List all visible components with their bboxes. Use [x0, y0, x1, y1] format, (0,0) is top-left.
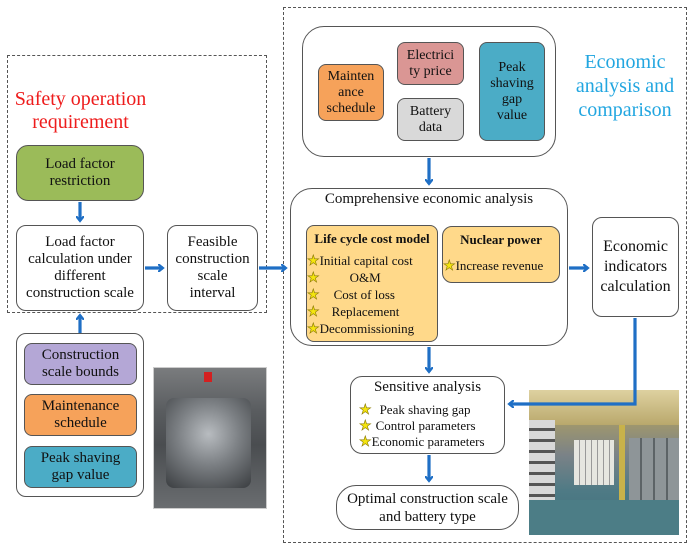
- box-text: calculation under: [28, 251, 132, 267]
- sensitive-item: ★ Peak shaving gap: [351, 402, 504, 418]
- box-text: data: [418, 119, 443, 135]
- box-text: Mainten: [327, 68, 375, 84]
- lcc-item-text: O&M: [349, 270, 381, 285]
- battery-data-input: Battery data: [397, 98, 464, 141]
- box-text: construction: [175, 251, 250, 267]
- floor: [529, 500, 679, 535]
- box-text: Peak shaving: [40, 450, 121, 466]
- star-icon: ★: [443, 259, 456, 275]
- flag-icon: [204, 372, 212, 382]
- box-text: scale: [197, 268, 228, 284]
- sensitive-item-text: Economic parameters: [371, 434, 485, 449]
- arrow-indicators-to-sensitive: [509, 318, 637, 404]
- nuclear-item: ★Increase revenue: [443, 258, 559, 275]
- battery-rack-left: [529, 420, 555, 515]
- box-text: interval: [189, 285, 236, 301]
- box-text: Load factor: [45, 234, 115, 250]
- sensitive-title: Sensitive analysis: [373, 379, 482, 395]
- peak-shaving-gap-input: Peak shaving gap value: [479, 42, 545, 141]
- box-text: ty price: [409, 63, 452, 79]
- star-icon: ★: [359, 435, 372, 451]
- economic-title-line: analysis and: [575, 75, 675, 97]
- safety-title: Safety operation requirement: [8, 88, 153, 134]
- battery-storage-room-photo: [529, 390, 679, 535]
- box-text: Load factor: [45, 156, 115, 172]
- box-text: Feasible: [187, 234, 238, 250]
- lcc-title: Life cycle cost model: [314, 231, 430, 246]
- lcc-item-text: Replacement: [331, 304, 400, 319]
- star-icon: ★: [307, 322, 320, 338]
- sensitive-item-text: Control parameters: [375, 418, 476, 433]
- lcc-item-text: Initial capital cost: [319, 253, 413, 268]
- reactor-body: [166, 398, 251, 488]
- star-icon: ★: [307, 288, 320, 304]
- lcc-item: ★ Replacement: [307, 304, 437, 321]
- nuclear-power-box: Nuclear power ★Increase revenue: [442, 226, 560, 283]
- box-text: gap value: [51, 467, 110, 483]
- safety-title-line: Safety operation: [14, 88, 147, 110]
- construction-scale-bounds-box: Construction scale bounds: [24, 343, 137, 385]
- star-icon: ★: [307, 254, 320, 270]
- star-icon: ★: [307, 305, 320, 321]
- nuclear-item-text: Increase revenue: [455, 258, 544, 273]
- maintenance-schedule-box: Maintenance schedule: [24, 394, 137, 436]
- safety-title-line: requirement: [32, 111, 129, 133]
- economic-title-line: comparison: [578, 99, 672, 121]
- load-factor-calculation-box: Load factor calculation under different …: [16, 225, 144, 311]
- ceiling: [529, 390, 679, 425]
- economic-title-line: Economic: [584, 51, 666, 73]
- star-icon: ★: [359, 419, 372, 435]
- lcc-item: ★Initial capital cost: [307, 253, 437, 270]
- sensitive-analysis-box: Sensitive analysis ★ Peak shaving gap ★Co…: [350, 376, 505, 454]
- box-text: Electrici: [406, 47, 455, 63]
- box-text: construction scale: [26, 285, 134, 301]
- box-text: value: [496, 107, 528, 123]
- battery-rack-middle: [574, 440, 614, 485]
- box-text: different: [54, 268, 106, 284]
- maintenance-schedule-input: Mainten ance schedule: [318, 64, 384, 121]
- box-text: schedule: [54, 415, 107, 431]
- economic-panel: [283, 7, 687, 543]
- sensitive-item-text: Peak shaving gap: [379, 402, 471, 417]
- sensitive-item: ★Economic parameters: [351, 434, 504, 450]
- pillar: [619, 425, 625, 510]
- comprehensive-title: Comprehensive economic analysis: [324, 191, 534, 207]
- economic-indicators-box: Economic indicators calculation: [592, 217, 679, 317]
- economic-title: Economic analysis and comparison: [570, 50, 680, 122]
- box-text: ance: [338, 84, 364, 100]
- lcc-item: ★Decommissioning: [307, 321, 437, 338]
- nuclear-title: Nuclear power: [460, 232, 542, 247]
- lcc-item-text: Cost of loss: [333, 287, 395, 302]
- sensitive-item: ★Control parameters: [351, 418, 504, 434]
- peak-shaving-gap-box: Peak shaving gap value: [24, 446, 137, 488]
- box-text: Economic: [603, 238, 668, 255]
- box-text: Optimal construction scale: [347, 490, 508, 507]
- box-text: Battery: [409, 103, 452, 119]
- box-text: restriction: [49, 173, 111, 189]
- star-icon: ★: [359, 403, 372, 419]
- box-text: scale bounds: [41, 364, 120, 380]
- box-text: indicators: [603, 258, 668, 275]
- feasible-interval-box: Feasible construction scale interval: [167, 225, 258, 311]
- fusion-reactor-photo: [153, 367, 267, 509]
- lcc-item-text: Decommissioning: [319, 321, 415, 336]
- box-text: schedule: [326, 100, 376, 116]
- safety-panel: [7, 55, 267, 313]
- lcc-item: ★ Cost of loss: [307, 287, 437, 304]
- box-text: calculation: [600, 278, 671, 295]
- lcc-item: ★ O&M: [307, 270, 437, 287]
- box-text: Peak: [498, 59, 526, 75]
- life-cycle-cost-box: Life cycle cost model ★Initial capital c…: [306, 225, 438, 342]
- optimal-result-box: Optimal construction scale and battery t…: [336, 485, 519, 530]
- star-icon: ★: [307, 271, 320, 287]
- electricity-price-input: Electrici ty price: [397, 42, 464, 85]
- box-text: and battery type: [379, 508, 476, 525]
- box-text: Maintenance: [41, 398, 120, 414]
- box-text: shaving: [490, 75, 534, 91]
- load-factor-restriction-box: Load factor restriction: [16, 145, 144, 201]
- box-text: gap: [501, 91, 523, 107]
- box-text: Construction: [41, 347, 120, 363]
